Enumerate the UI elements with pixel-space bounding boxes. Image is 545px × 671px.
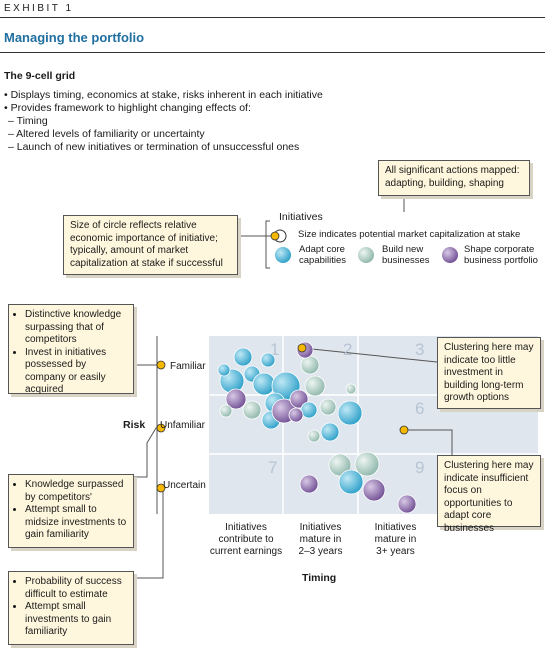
legend-swatch <box>442 247 458 263</box>
initiative-bubble <box>345 383 357 395</box>
familiar-note-1: Distinctive knowledge surpassing that of… <box>25 309 127 347</box>
initiative-bubble <box>252 372 276 396</box>
callout-marker <box>156 423 166 433</box>
cell-number-3: 3 <box>415 340 425 359</box>
risk-label-uncertain: Uncertain <box>163 480 206 491</box>
risk-label-unfamiliar: Unfamiliar <box>160 420 206 431</box>
initiative-bubble <box>337 400 363 426</box>
connector-lines <box>134 190 453 579</box>
initiative-bubble <box>217 363 231 377</box>
intro-subbullet-3: – Launch of new initiatives or terminati… <box>8 141 300 153</box>
initiative-bubble <box>300 355 320 375</box>
cell-number-1: 1 <box>270 340 280 359</box>
risk-axis-title: Risk <box>123 419 146 431</box>
callout-marker <box>156 360 166 370</box>
legend-swatch <box>358 247 374 263</box>
top-rule <box>0 17 545 18</box>
legend-swatch <box>275 247 291 263</box>
callout-marker <box>270 231 280 241</box>
legend-bracket <box>265 220 270 269</box>
unfamiliar-note-1: Knowledge surpassed by competitors' <box>25 479 127 504</box>
initiative-bubble <box>354 451 380 477</box>
initiative-bubble <box>362 478 386 502</box>
initiative-bubble <box>225 388 247 410</box>
callout-circle-size: Size of circle reflects relative economi… <box>63 215 238 275</box>
initiative-bubble <box>338 469 364 495</box>
initiative-bubble <box>299 474 319 494</box>
initiative-bubble <box>233 347 253 367</box>
page-title: Managing the portfolio <box>4 30 145 45</box>
initiative-bubble <box>397 494 417 514</box>
legend-size-note: Size indicates potential market capitali… <box>298 229 521 240</box>
callout-marker <box>156 483 166 493</box>
intro-bullet-2: • Provides framework to highlight changi… <box>4 102 251 114</box>
callout-uncertain: Probability of success difficult to esti… <box>8 571 134 645</box>
legend-title: Initiatives <box>277 211 325 223</box>
risk-label-familiar: Familiar <box>170 361 206 372</box>
section-subtitle: The 9-cell grid <box>4 70 76 82</box>
initiative-bubble <box>319 398 337 416</box>
intro-subbullet-1: – Timing <box>8 115 48 127</box>
title-rule <box>0 52 545 53</box>
initiative-bubble <box>320 422 340 442</box>
timing-axis-title: Timing <box>302 572 337 584</box>
familiar-note-2: Invest in initiatives possessed by compa… <box>25 347 127 397</box>
cell-number-9: 9 <box>415 458 425 477</box>
callout-cluster-bottom: Clustering here may indicate insufficien… <box>437 455 541 534</box>
initiative-bubble <box>289 389 309 409</box>
initiative-bubble <box>300 401 318 419</box>
initiative-bubble <box>304 375 326 397</box>
initiative-bubble <box>242 400 262 420</box>
initiative-bubble <box>219 404 233 418</box>
initiative-bubble <box>260 352 276 368</box>
exhibit-label: EXHIBIT 1 <box>4 3 74 14</box>
cell-number-6: 6 <box>415 399 425 418</box>
intro-bullet-1: • Displays timing, economics at stake, r… <box>4 89 323 101</box>
callout-actions-mapped: All significant actions mapped: adapting… <box>378 160 530 196</box>
cell-number-2: 2 <box>343 340 353 359</box>
initiative-bubble <box>328 453 352 477</box>
callout-marker <box>297 343 307 353</box>
callout-cluster-top: Clustering here may indicate too little … <box>437 337 541 409</box>
initiative-bubble <box>307 429 321 443</box>
uncertain-note-2: Attempt small investments to gain famili… <box>25 601 127 639</box>
unfamiliar-note-2: Attempt small to midsize investments to … <box>25 504 127 542</box>
initiative-bubble <box>288 407 304 423</box>
intro-subbullet-2: – Altered levels of familiarity or uncer… <box>8 128 205 140</box>
uncertain-note-1: Probability of success difficult to esti… <box>25 576 127 601</box>
cell-number-7: 7 <box>268 458 278 477</box>
callout-familiar: Distinctive knowledge surpassing that of… <box>8 304 134 397</box>
callout-unfamiliar: Knowledge surpassed by competitors'Attem… <box>8 474 134 548</box>
callout-marker <box>399 425 409 435</box>
